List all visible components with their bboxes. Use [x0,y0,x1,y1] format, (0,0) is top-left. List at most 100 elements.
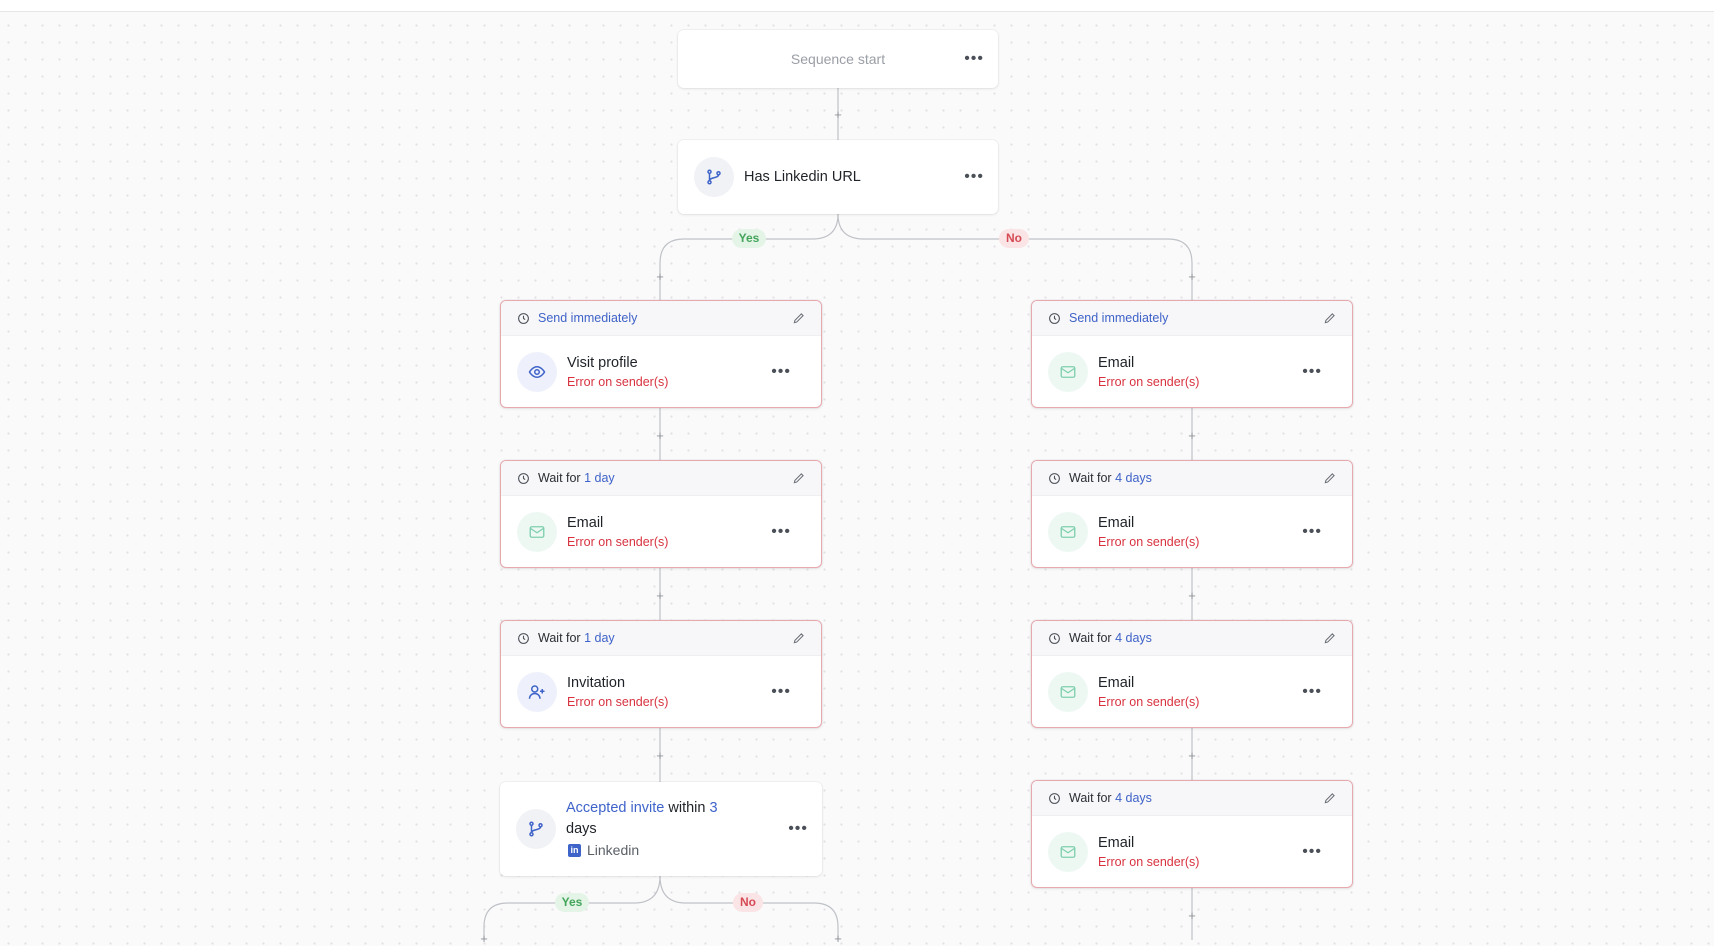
branch-no-badge: No [999,229,1029,248]
add-step-button[interactable]: + [656,748,664,763]
add-step-button[interactable]: + [656,428,664,443]
sequence-start-card[interactable]: Sequence start ••• [678,30,998,88]
step-timing-value: 4 days [1115,471,1152,485]
step-timing-prefix: Wait for [1069,791,1112,805]
step-header[interactable]: Wait for 1 day [501,621,821,656]
mail-icon [1048,352,1088,392]
step-error: Error on sender(s) [567,535,669,549]
mail-icon [1048,672,1088,712]
condition-event: Accepted invite [566,799,665,816]
add-step-button[interactable]: + [1188,588,1196,603]
step-card-email[interactable]: Wait for 4 days Email Error on sender(s)… [1031,780,1353,888]
pencil-icon[interactable] [792,311,806,325]
step-timing-value: 1 day [584,471,615,485]
pencil-icon[interactable] [792,471,806,485]
more-options-icon[interactable]: ••• [964,50,984,67]
more-options-icon[interactable]: ••• [788,820,808,837]
clock-icon [1049,792,1060,804]
more-options-icon[interactable]: ••• [1302,363,1322,380]
step-title: Email [1098,675,1135,691]
step-card-visit-profile[interactable]: Send immediately Visit profile Error on … [500,300,822,408]
branch-no-badge: No [733,893,763,912]
more-options-icon[interactable]: ••• [1302,523,1322,540]
add-step-button[interactable]: + [1188,748,1196,763]
sequence-start-label: Sequence start [790,51,886,67]
step-card-email[interactable]: Send immediately Email Error on sender(s… [1031,300,1353,408]
more-options-icon[interactable]: ••• [1302,683,1322,700]
clock-icon [1049,312,1060,324]
add-step-button[interactable]: + [480,931,488,946]
step-header[interactable]: Wait for 4 days [1032,621,1352,656]
step-header[interactable]: Wait for 4 days [1032,461,1352,496]
step-timing-prefix: Wait for [538,631,581,645]
add-step-button[interactable]: + [834,931,842,946]
step-title: Email [1098,835,1135,851]
branch-icon [694,157,734,197]
add-step-button[interactable]: + [1188,908,1196,923]
pencil-icon[interactable] [1323,791,1337,805]
branch-icon [516,809,556,849]
step-error: Error on sender(s) [567,375,669,389]
step-error: Error on sender(s) [1098,855,1200,869]
branch-yes-badge: Yes [732,229,766,248]
step-header[interactable]: Send immediately [501,301,821,336]
step-timing-value: 1 day [584,631,615,645]
step-card-invitation[interactable]: Wait for 1 day Invitation Error on sende… [500,620,822,728]
eye-icon [517,352,557,392]
step-timing-prefix: Wait for [1069,471,1112,485]
step-timing: Send immediately [1069,311,1169,325]
more-options-icon[interactable]: ••• [964,168,984,185]
step-title: Email [567,515,604,531]
mail-icon [517,512,557,552]
pencil-icon[interactable] [1323,631,1337,645]
step-timing-prefix: Wait for [1069,631,1112,645]
condition-unit: days [566,820,597,837]
user-plus-icon [517,672,557,712]
clock-icon [1049,632,1060,644]
step-title: Email [1098,515,1135,531]
clock-icon [518,632,529,644]
clock-icon [1049,472,1060,484]
pencil-icon[interactable] [1323,311,1337,325]
step-card-email[interactable]: Wait for 4 days Email Error on sender(s)… [1031,460,1353,568]
add-step-button[interactable]: + [656,269,664,284]
step-card-email[interactable]: Wait for 1 day Email Error on sender(s) … [500,460,822,568]
step-header[interactable]: Wait for 1 day [501,461,821,496]
clock-icon [518,312,529,324]
clock-icon [518,472,529,484]
more-options-icon[interactable]: ••• [771,683,791,700]
condition-title: Has Linkedin URL [744,169,861,185]
branch-yes-badge: Yes [555,893,589,912]
step-header[interactable]: Send immediately [1032,301,1352,336]
mail-icon [1048,512,1088,552]
step-title: Visit profile [567,355,638,371]
top-bar [0,0,1714,12]
step-header[interactable]: Wait for 4 days [1032,781,1352,816]
pencil-icon[interactable] [792,631,806,645]
step-card-email[interactable]: Wait for 4 days Email Error on sender(s)… [1031,620,1353,728]
add-step-button[interactable]: + [1188,428,1196,443]
step-title: Email [1098,355,1135,371]
step-timing-value: 4 days [1115,791,1152,805]
step-timing-value: 4 days [1115,631,1152,645]
step-error: Error on sender(s) [1098,535,1200,549]
condition-text: Accepted invite within 3 [566,798,756,819]
step-error: Error on sender(s) [1098,695,1200,709]
more-options-icon[interactable]: ••• [771,363,791,380]
add-step-button[interactable]: + [656,588,664,603]
pencil-icon[interactable] [1323,471,1337,485]
condition-channel: Linkedin [587,841,640,858]
more-options-icon[interactable]: ••• [771,523,791,540]
condition-card-accepted-invite[interactable]: Accepted invite within 3 days in Linkedi… [500,782,822,876]
add-step-button[interactable]: + [834,107,842,122]
step-timing-prefix: Wait for [538,471,581,485]
condition-count: 3 [709,799,718,816]
add-step-button[interactable]: + [1188,269,1196,284]
more-options-icon[interactable]: ••• [1302,843,1322,860]
condition-card-has-linkedin[interactable]: Has Linkedin URL ••• [678,140,998,214]
linkedin-icon: in [568,843,581,857]
step-error: Error on sender(s) [1098,375,1200,389]
condition-within: within [668,799,706,816]
step-timing: Send immediately [538,311,638,325]
